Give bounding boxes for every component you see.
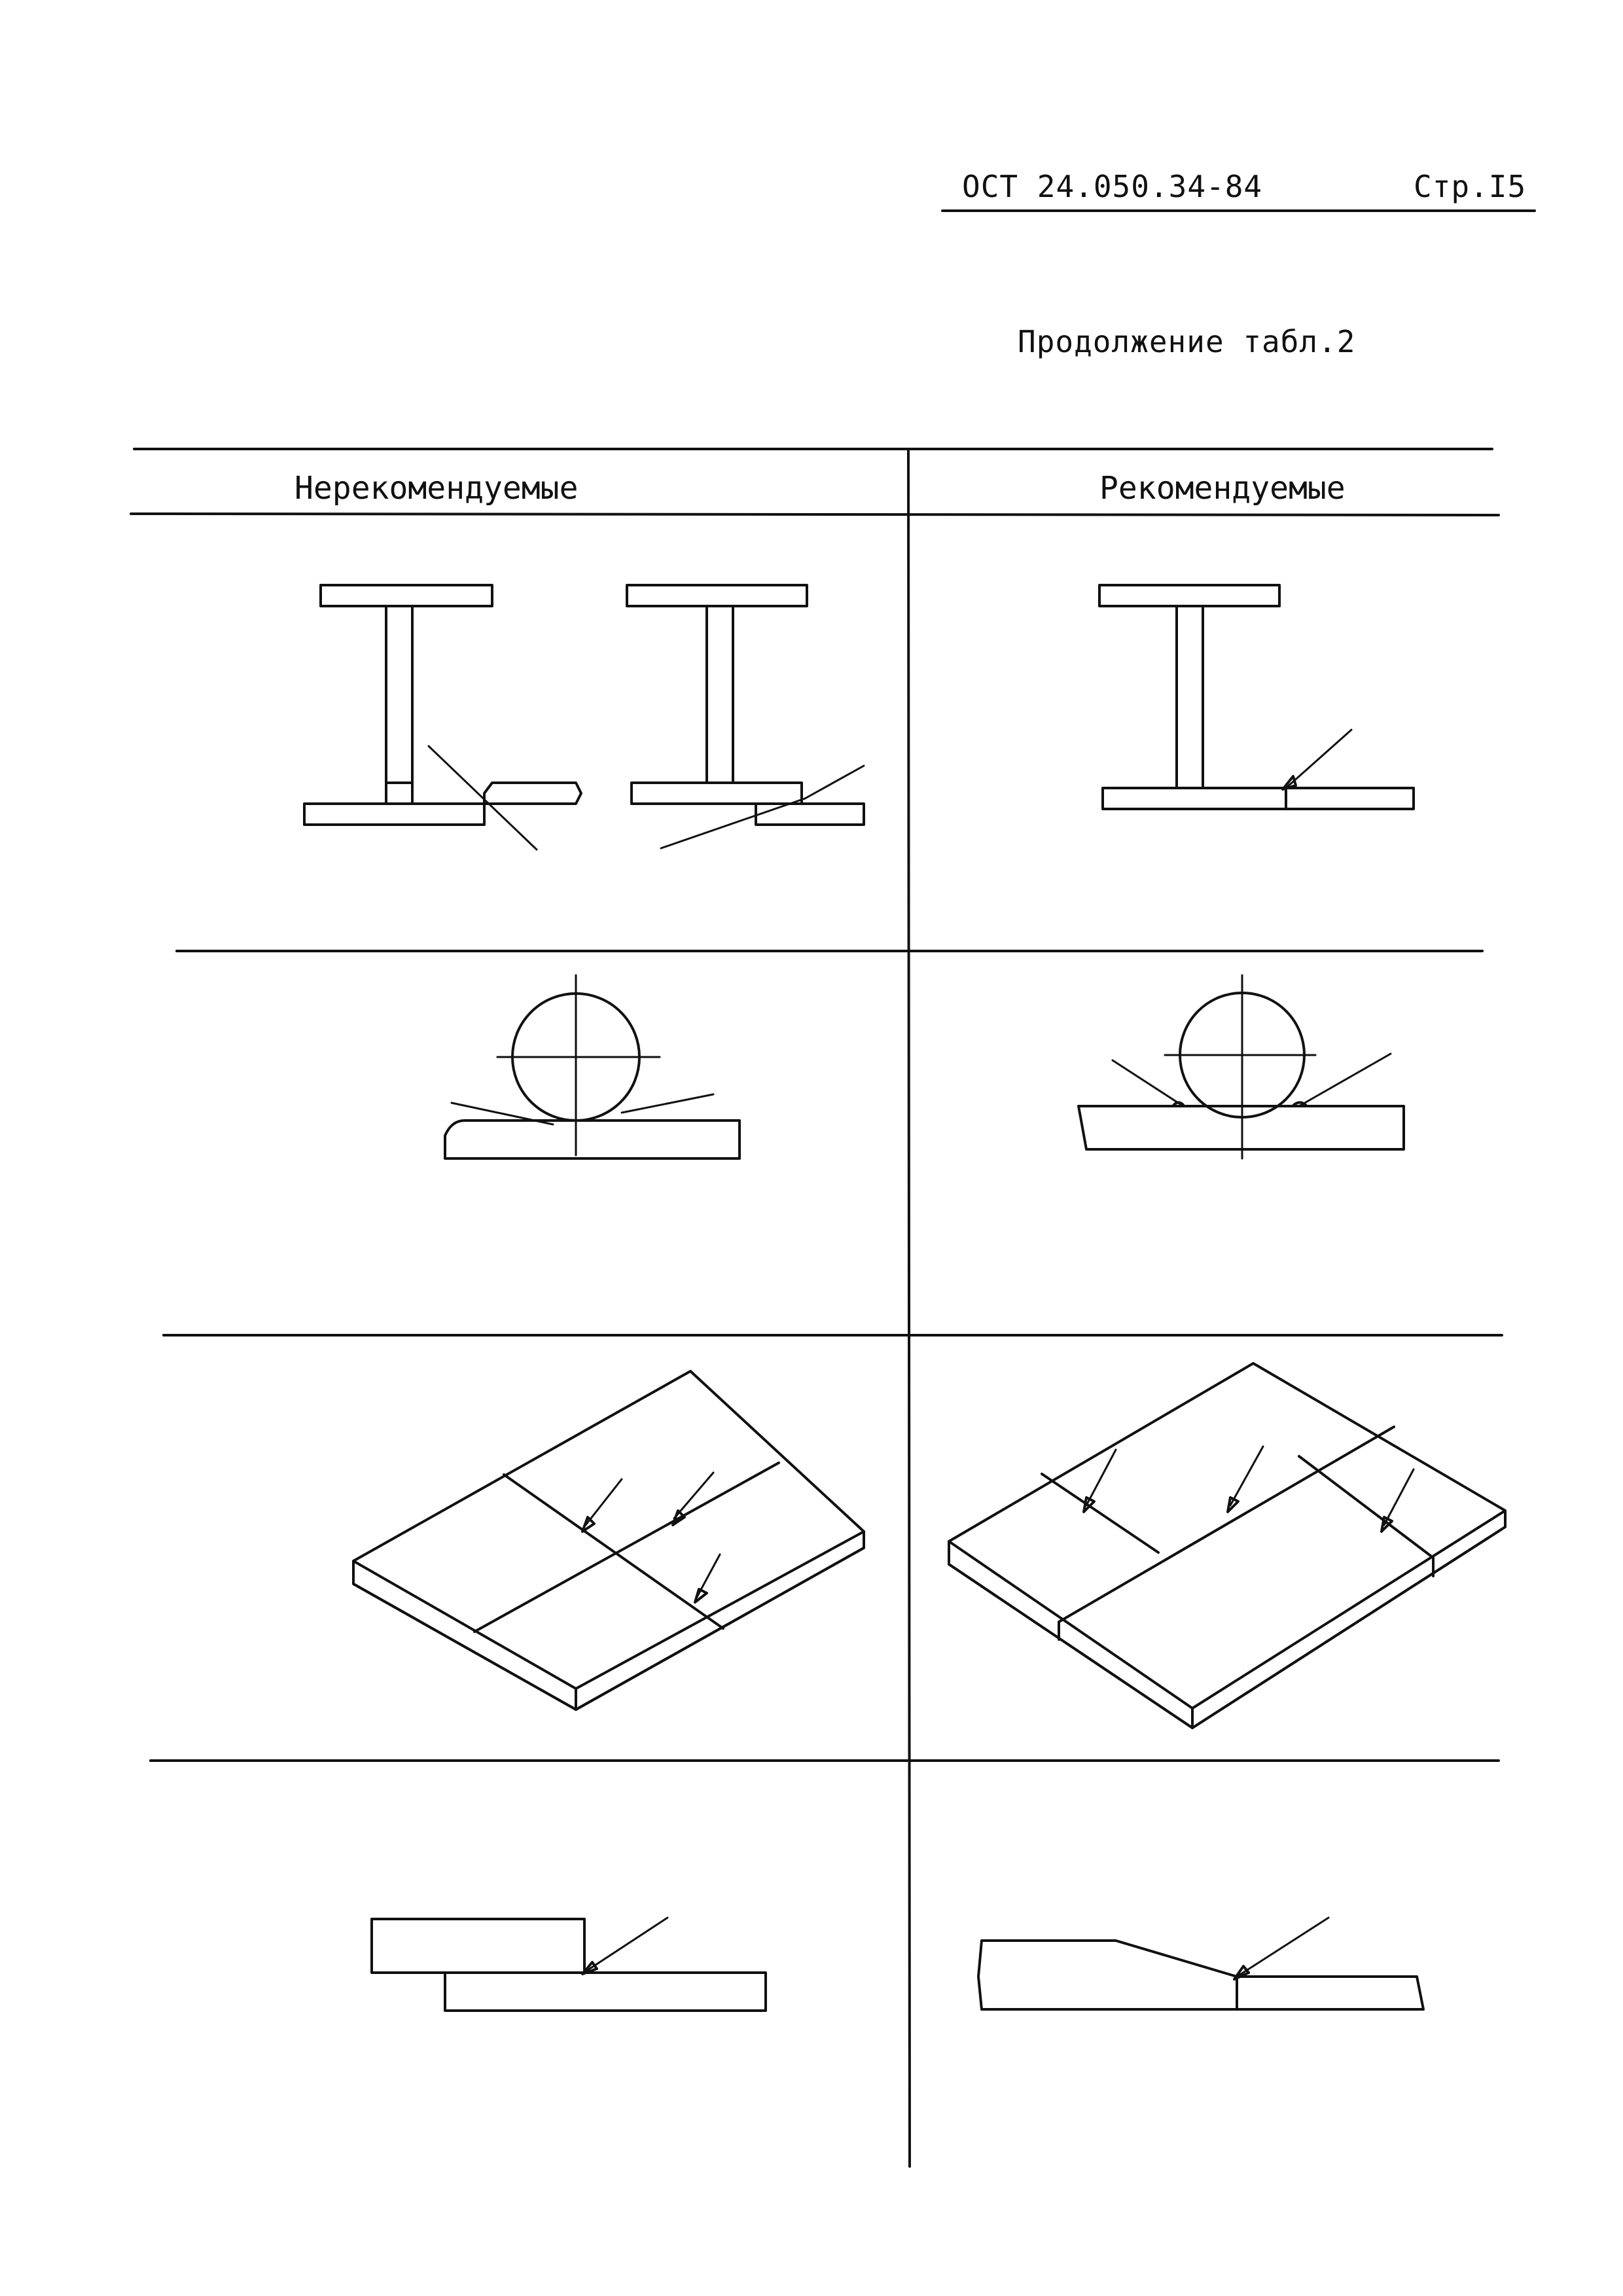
i-beam-lap-joint-drawing-a [303, 584, 582, 851]
page-number: Стр.I5 [1414, 169, 1527, 204]
i-beam-lap-joint-drawing-b [626, 584, 865, 850]
column-header-not-recommended: Нерекомендуемые [294, 470, 579, 507]
column-header-recommended: Рекомендуемые [1099, 470, 1346, 507]
i-beam-butt-joint-drawing [1098, 584, 1415, 810]
document-code: ОСТ 24.050.34-84 [962, 169, 1263, 204]
plate-assembly-not-recommended [352, 1370, 865, 1711]
plate-assembly-recommended [948, 1362, 1507, 1729]
table-continuation-caption: Продолжение табл.2 [1018, 324, 1356, 359]
rod-on-plate-not-recommended [444, 974, 741, 1160]
table-grid [130, 448, 1503, 2168]
tapered-butt-plates-recommended [977, 1916, 1425, 2011]
lap-plates-not-recommended [370, 1916, 767, 2012]
rod-on-plate-recommended [1077, 974, 1405, 1160]
